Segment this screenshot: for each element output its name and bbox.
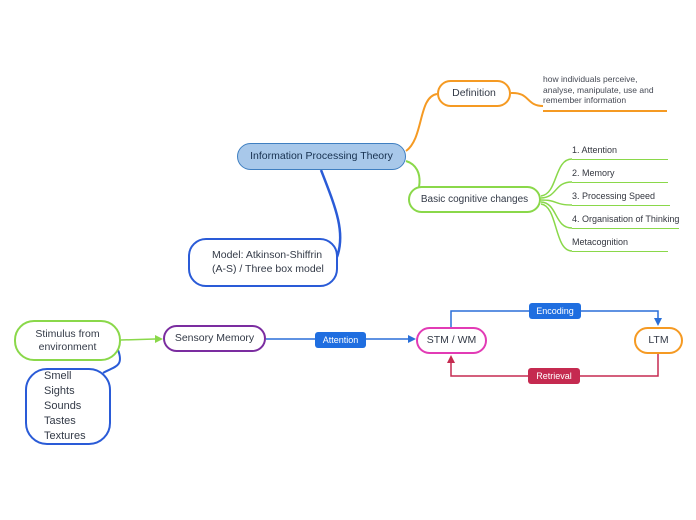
node-sensory-memory-label: Sensory Memory [174, 332, 255, 344]
node-stimulus-from-environment[interactable]: Stimulus from environment [14, 320, 121, 361]
node-ltm[interactable]: LTM [634, 327, 683, 354]
node-stm-wm[interactable]: STM / WM [416, 327, 487, 354]
branch-basic-to-organisation [540, 201, 573, 229]
arrow-label-attention[interactable]: Attention [315, 332, 366, 348]
arrowhead-stimulus-to-sensory [155, 335, 163, 343]
branch-root-to-model [319, 169, 342, 258]
arrow-label-encoding[interactable]: Encoding [529, 303, 581, 319]
node-ltm-label: LTM [648, 334, 669, 346]
arrow-label-retrieval[interactable]: Retrieval [528, 368, 580, 384]
branch-basic-to-metacognition [540, 203, 573, 252]
node-definition-note[interactable]: how individuals perceive, analyse, manip… [543, 74, 667, 112]
arrowhead-sensory-to-stm [408, 335, 416, 343]
arrowhead-encoding [654, 318, 662, 326]
node-basic-changes-label: Basic cognitive changes [420, 194, 529, 205]
branch-basic-to-processing-speed [540, 199, 573, 206]
node-cognitive-change-processing-speed[interactable]: 3. Processing Speed [572, 191, 670, 206]
node-stm-label: STM / WM [426, 334, 477, 346]
node-basic-cognitive-changes[interactable]: Basic cognitive changes [408, 186, 541, 213]
node-stimulus-label: Stimulus from environment [35, 327, 100, 353]
node-sensory-memory[interactable]: Sensory Memory [163, 325, 266, 352]
node-model-label: Model: Atkinson-Shiffrin (A-S) / Three b… [212, 249, 324, 275]
node-definition-label: Definition [452, 87, 496, 99]
branch-definition-to-note [510, 91, 544, 107]
node-cognitive-change-attention[interactable]: 1. Attention [572, 145, 668, 160]
node-senses-list[interactable]: Smell Sights Sounds Tastes Textures [25, 368, 111, 445]
arrow-stimulus-to-sensory [120, 338, 156, 341]
branch-root-to-definition [405, 93, 438, 152]
branch-basic-to-attention [540, 158, 573, 197]
branch-stimulus-to-senses [102, 349, 121, 374]
branch-basic-to-memory [540, 181, 573, 199]
node-cognitive-change-organisation[interactable]: 4. Organisation of Thinking [572, 214, 680, 229]
node-definition[interactable]: Definition [437, 80, 511, 107]
node-atkinson-shiffrin-model[interactable]: Model: Atkinson-Shiffrin (A-S) / Three b… [188, 238, 338, 287]
node-senses-label: Smell Sights Sounds Tastes Textures [44, 370, 86, 442]
arrowhead-retrieval [447, 355, 455, 363]
node-root-label: Information Processing Theory [250, 150, 393, 162]
node-information-processing-theory[interactable]: Information Processing Theory [237, 143, 406, 170]
node-cognitive-change-metacognition[interactable]: Metacognition [572, 237, 668, 252]
node-cognitive-change-memory[interactable]: 2. Memory [572, 168, 668, 183]
